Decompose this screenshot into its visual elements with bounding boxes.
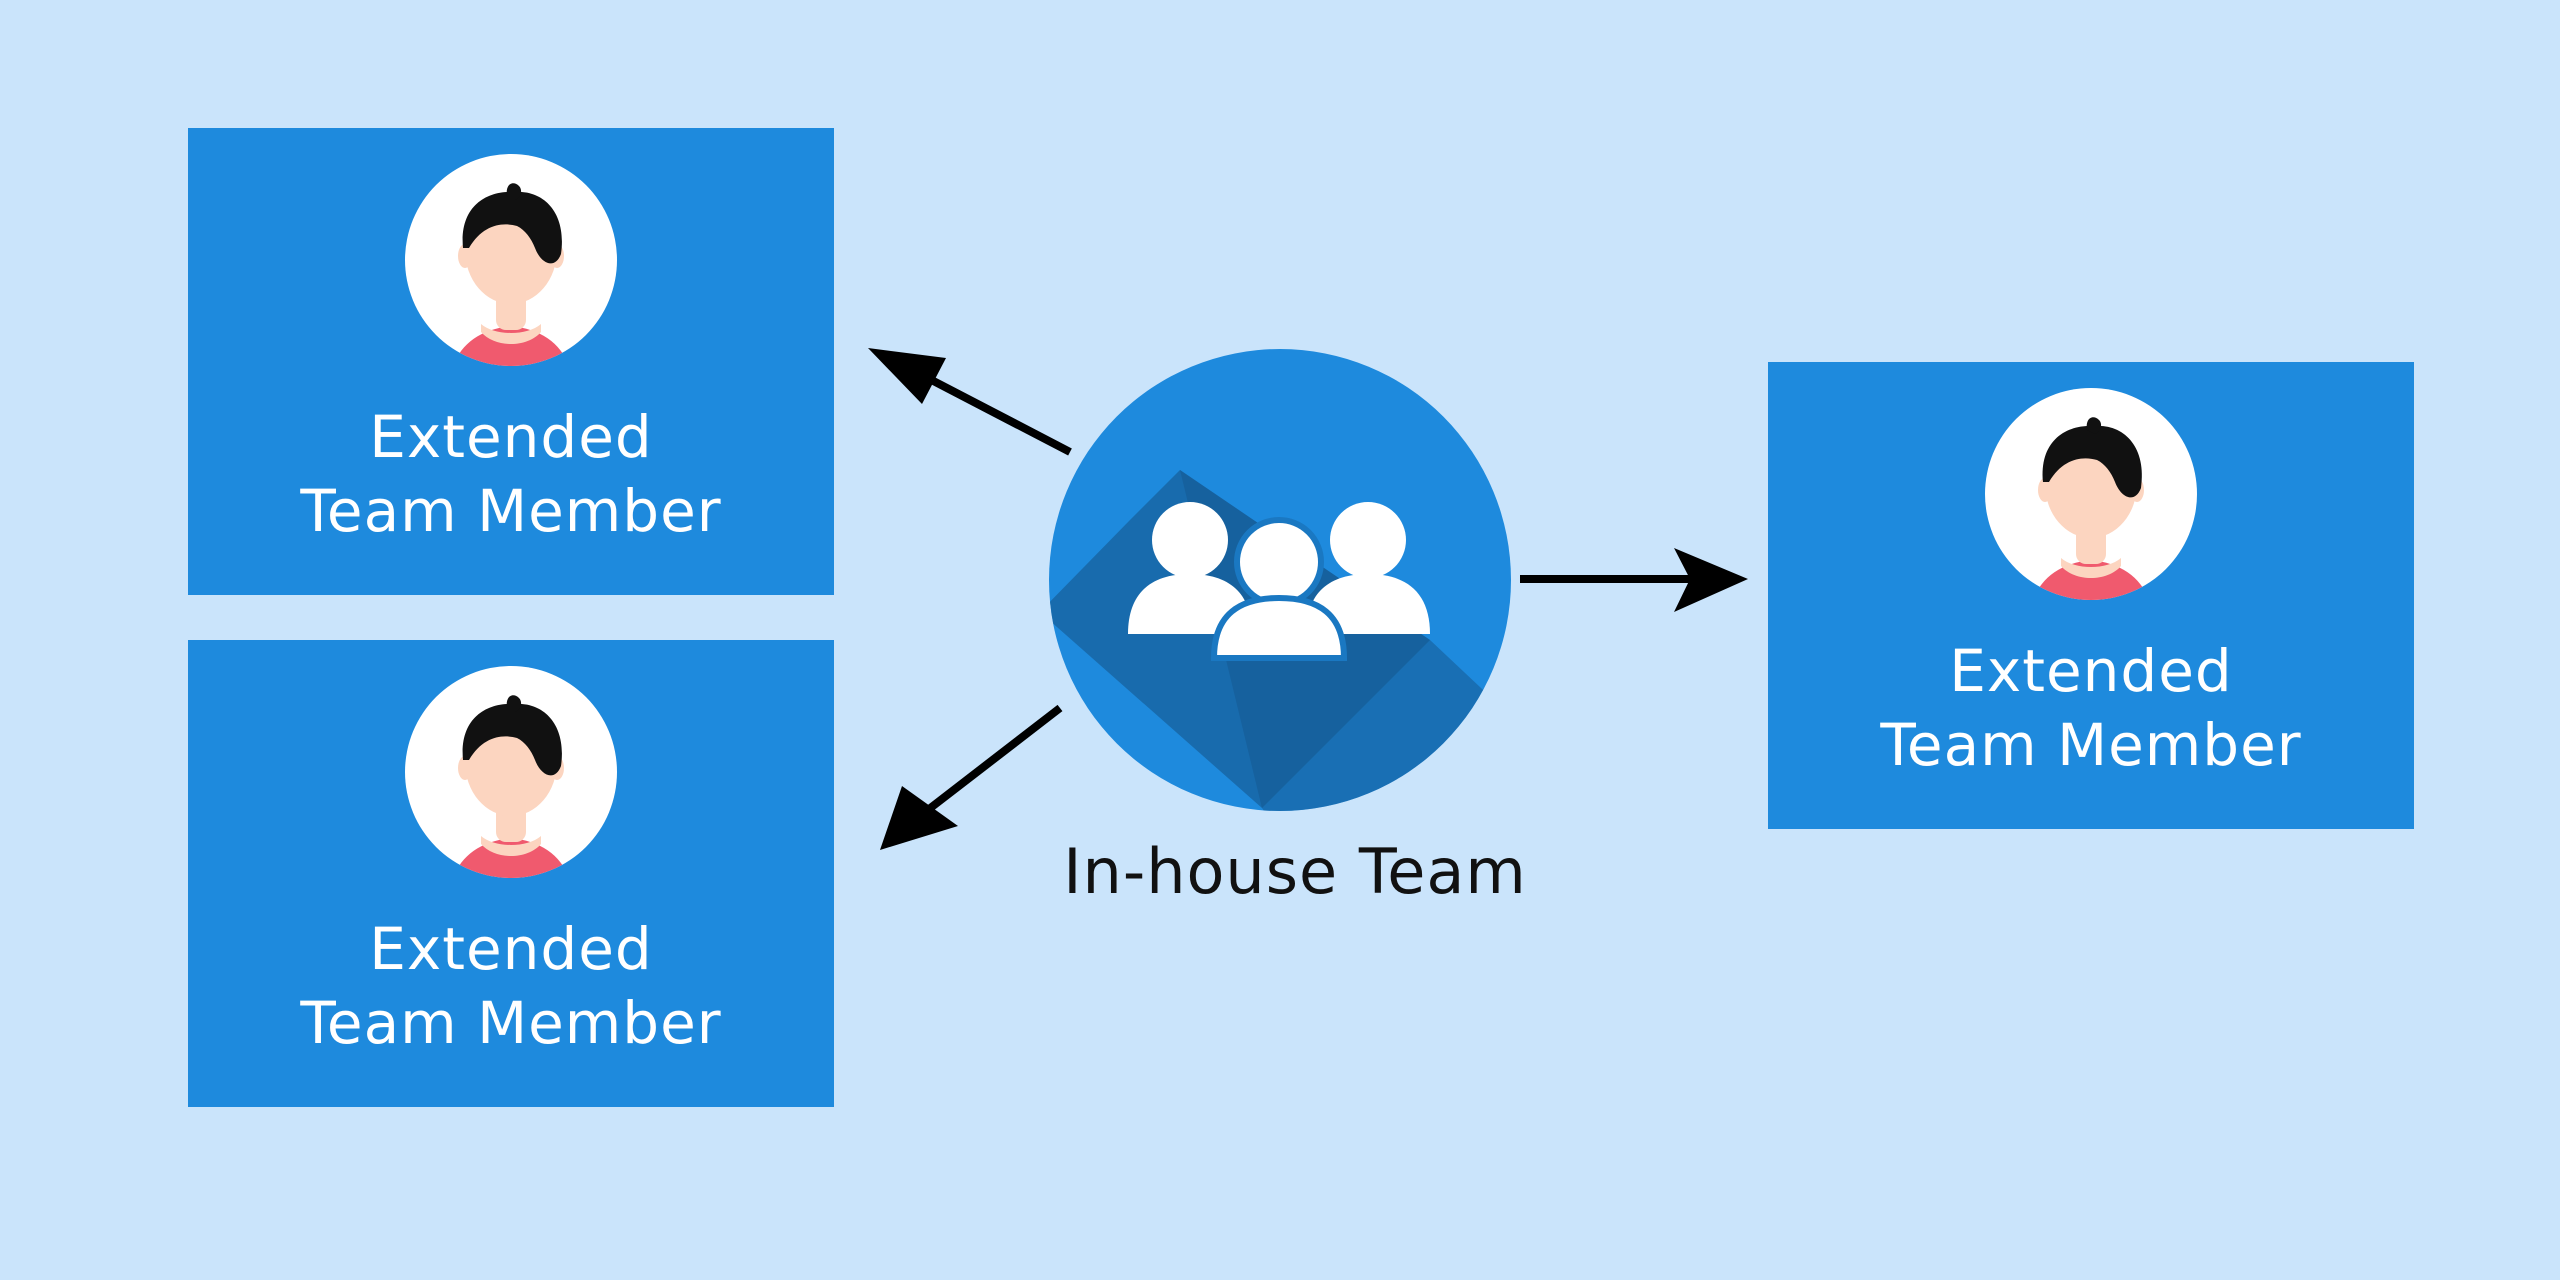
- extended-team-member-card: Extended Team Member: [188, 640, 834, 1107]
- member-label-line1: Extended: [1949, 637, 2233, 705]
- group-of-people-icon: [1128, 502, 1430, 661]
- member-label-line1: Extended: [369, 915, 653, 983]
- extended-team-member-card: Extended Team Member: [188, 128, 834, 595]
- arrow-to-right-member: [1520, 548, 1748, 612]
- member-label: Extended Team Member: [188, 912, 834, 1060]
- member-label-line2: Team Member: [300, 989, 722, 1057]
- member-label-line2: Team Member: [1880, 711, 2302, 779]
- arrow-to-bottom-left-member: [880, 704, 1063, 850]
- arrow-to-top-left-member: [868, 348, 1072, 456]
- member-label-line2: Team Member: [300, 477, 722, 545]
- extended-team-member-card: Extended Team Member: [1768, 362, 2414, 829]
- member-label: Extended Team Member: [188, 400, 834, 548]
- member-label: Extended Team Member: [1768, 634, 2414, 782]
- hub-label: In-house Team: [1063, 835, 1527, 908]
- member-label-line1: Extended: [369, 403, 653, 471]
